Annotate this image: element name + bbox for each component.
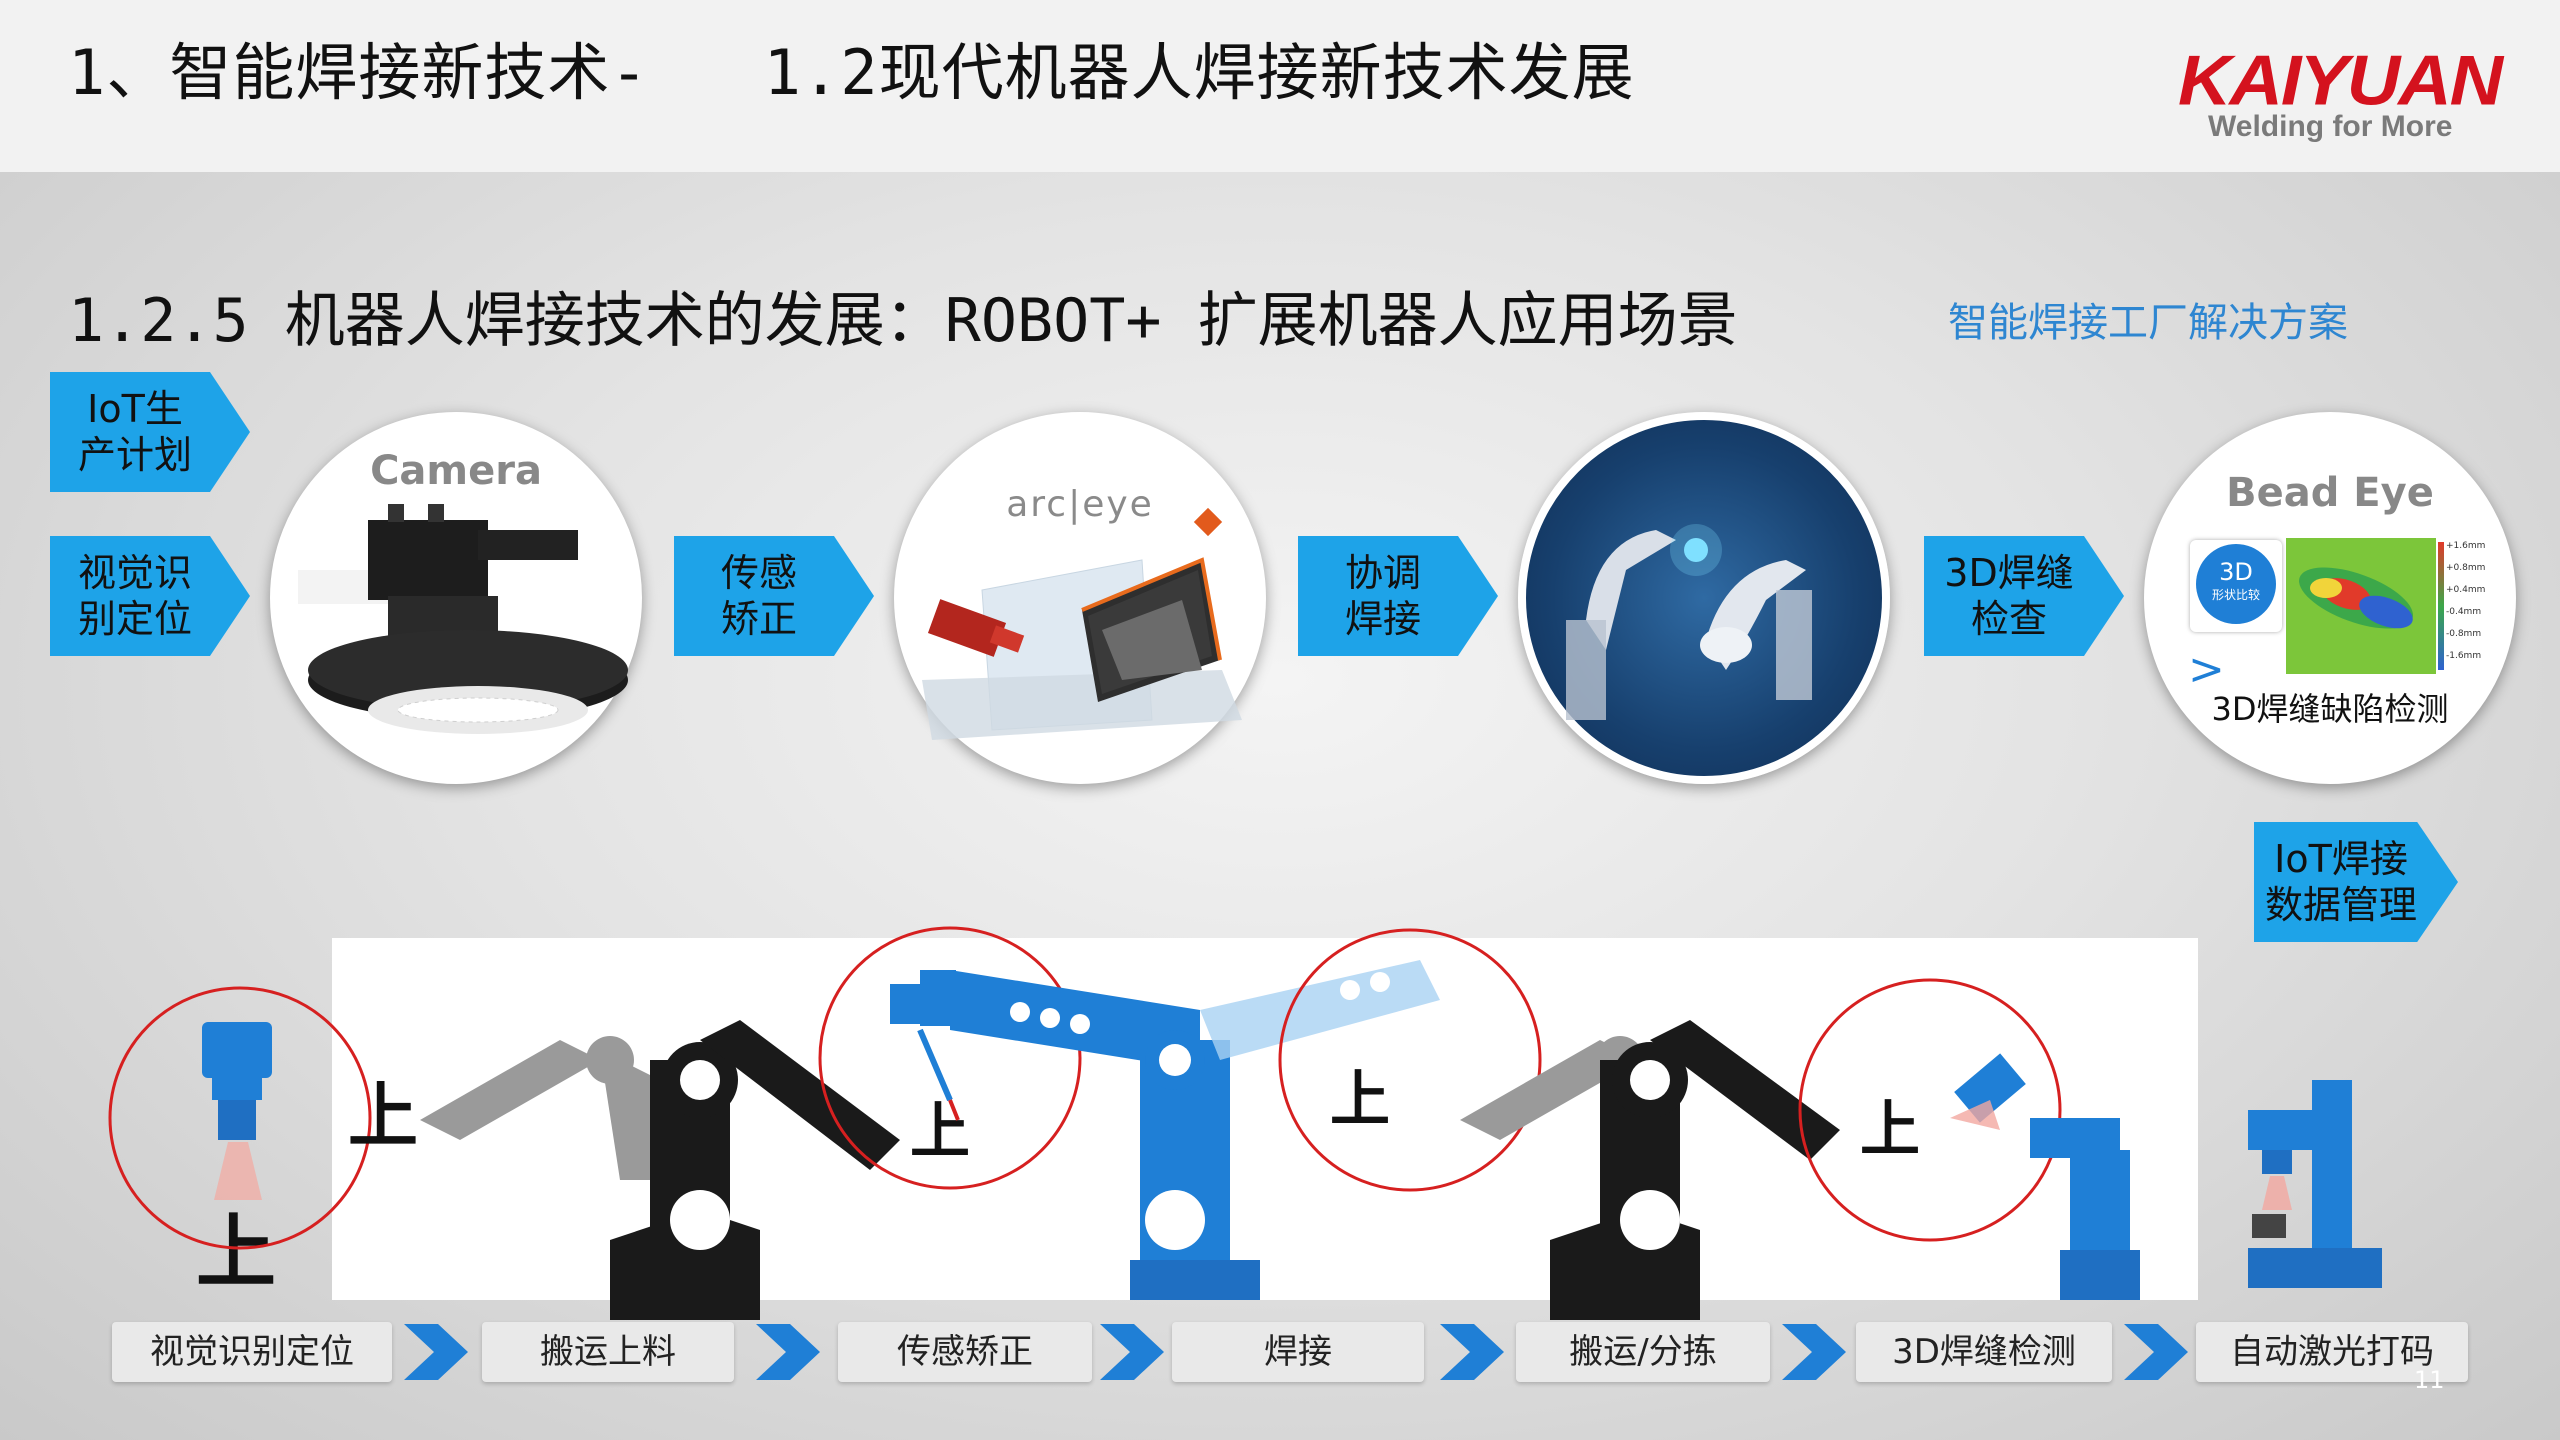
scale-tick: -1.6mm [2446, 651, 2481, 661]
arrow-label: 视觉识 别定位 [77, 551, 192, 641]
header-bar: 1、智能焊接新技术- 1.2现代机器人焊接新技术发展 KAIYUAN Weldi… [0, 0, 2560, 172]
beadeye-caption: 3D焊缝缺陷检测 [2211, 690, 2449, 728]
arrow-label: IoT焊接 数据管理 [2264, 837, 2417, 927]
camera-circle: Camera [270, 412, 642, 784]
step-vision-locate: 视觉识别定位 [112, 1322, 392, 1382]
coordinated-robots-circle [1518, 412, 1890, 784]
scale-tick: -0.8mm [2446, 629, 2481, 639]
part-glyph: 上 [1330, 1065, 1390, 1135]
solution-link[interactable]: 智能焊接工厂解决方案 [1948, 300, 2348, 346]
arrow-iot-plan: IoT生 产计划 [50, 372, 250, 492]
arrow-vision-locate: 视觉识 别定位 [50, 536, 250, 656]
part-glyph: 上 [910, 1097, 970, 1167]
camera-label: Camera [370, 448, 542, 494]
step-sensor-correct: 传感矫正 [838, 1322, 1092, 1382]
page-number: 11 [2414, 1366, 2445, 1394]
arrow-iot-data: IoT焊接 数据管理 [2254, 822, 2458, 942]
part-glyph: 上 [1860, 1095, 1920, 1165]
part-glyph: 上 [348, 1075, 418, 1157]
step-welding: 焊接 [1172, 1322, 1424, 1382]
beadeye-badge-circle: 3D 形状比较 [2196, 544, 2276, 624]
badge-subtext: 形状比较 [2211, 588, 2260, 602]
chevron-right-icon [1440, 1324, 1504, 1380]
bead-heatmap: +1.6mm +0.8mm +0.4mm -0.4mm -0.8mm -1.6m… [2286, 538, 2485, 674]
page-title: 1、智能焊接新技术- 1.2现代机器人焊接新技术发展 [68, 36, 1635, 109]
arrow-label: 协调 焊接 [1344, 551, 1421, 641]
chevron-right-icon [404, 1324, 468, 1380]
beadeye-badge: 3D 形状比较 [2190, 540, 2282, 632]
scale-tick: +0.8mm [2446, 563, 2485, 573]
arrow-3d-inspect: 3D焊缝 检查 [1924, 536, 2124, 656]
arceye-label: arc|eye [1006, 484, 1154, 525]
badge-3d-text: 3D [2219, 558, 2253, 586]
chevron-right-icon [1782, 1324, 1846, 1380]
arrow-label: 传感 矫正 [720, 551, 797, 641]
part-glyph-left: 上 [196, 1206, 276, 1299]
chevron-right-icon [756, 1324, 820, 1380]
camera-illustration [298, 504, 628, 734]
arceye-illustration [922, 507, 1242, 740]
step-transport-load: 搬运上料 [482, 1322, 734, 1382]
production-line-diagram: 上 上 上 上 上 [108, 926, 2382, 1320]
arrow-label: IoT生 产计划 [77, 387, 192, 477]
chevron-right-icon [2124, 1324, 2188, 1380]
beadeye-label: Bead Eye [2226, 470, 2434, 516]
arrow-sensor-correct: 传感 矫正 [674, 536, 874, 656]
chevron-right-icon [1100, 1324, 1164, 1380]
arceye-circle: arc|eye [894, 412, 1266, 784]
step-3d-inspect: 3D焊缝检测 [1856, 1322, 2112, 1382]
step-laser-mark: 自动激光打码 [2196, 1322, 2468, 1382]
scale-tick: +1.6mm [2446, 541, 2485, 551]
kaiyuan-logo: KAIYUAN Welding for More [2178, 38, 2503, 158]
scale-tick: -0.4mm [2446, 607, 2481, 617]
beadeye-circle: Bead Eye 3D 形状比较 > +1.6mm +0.8mm +0.4mm … [2144, 412, 2516, 784]
logo-tagline: Welding for More [2208, 110, 2453, 143]
logo-wordmark: KAIYUAN [2178, 41, 2503, 120]
section-title: 1.2.5 机器人焊接技术的发展：ROBOT+ 扩展机器人应用场景 [68, 286, 1738, 356]
chevron-right-icon: > [2188, 644, 2225, 695]
step-transport-sort: 搬运/分拣 [1516, 1322, 1770, 1382]
arrow-coordinated-weld: 协调 焊接 [1298, 536, 1498, 656]
scale-tick: +0.4mm [2446, 585, 2485, 595]
arrow-label: 3D焊缝 检查 [1944, 551, 2074, 641]
dual-robot-illustration [1566, 524, 1812, 720]
